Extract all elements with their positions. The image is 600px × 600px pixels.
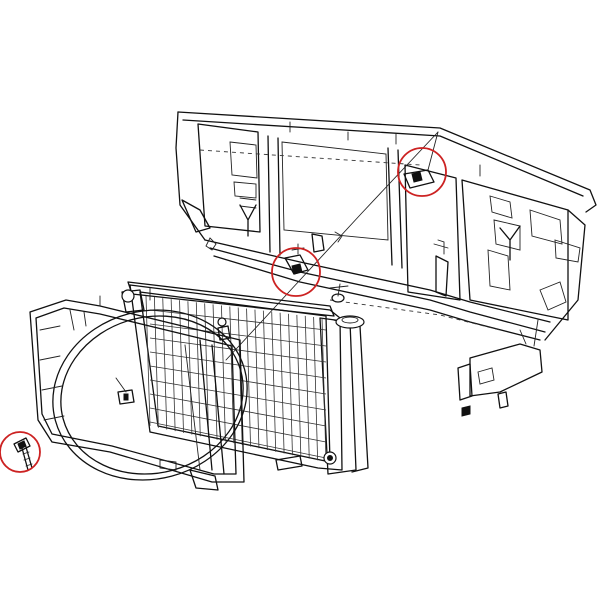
radiator-fin xyxy=(162,298,168,430)
radiator-fin xyxy=(288,313,293,456)
radiator-tube xyxy=(149,309,327,331)
lower-mount-bracket xyxy=(284,243,309,275)
radiator-fin xyxy=(296,314,302,457)
highlight-circles xyxy=(0,147,447,473)
radiator-tube xyxy=(149,379,327,411)
radiator-fin xyxy=(229,306,235,444)
radiator-fin xyxy=(246,308,251,447)
upper-mount-clip xyxy=(403,131,439,189)
radiator-fin xyxy=(170,299,176,432)
radiator-fin xyxy=(254,309,260,449)
leader-line xyxy=(225,279,301,361)
radiator-fin xyxy=(237,307,243,445)
radiator-fin xyxy=(179,300,184,433)
highlight-circle-upper-mount xyxy=(397,147,447,197)
radiator-fin xyxy=(304,315,310,459)
radiator-fin xyxy=(195,302,201,437)
radiator-tube xyxy=(149,421,327,459)
radiator-support-panel xyxy=(175,111,597,341)
radiator-fin xyxy=(204,303,210,439)
radiator-tube xyxy=(149,393,327,427)
radiator-fin xyxy=(187,301,193,435)
leader-line xyxy=(299,131,439,281)
radiator-fin xyxy=(321,317,327,463)
radiator-tube xyxy=(149,351,327,379)
radiator-fin xyxy=(221,305,226,442)
radiator-tube xyxy=(149,337,327,363)
fan-shroud xyxy=(29,287,248,491)
radiator-fin xyxy=(262,310,268,451)
radiator-fin xyxy=(271,311,277,452)
radiator-tube xyxy=(149,365,327,395)
radiator-tube xyxy=(149,323,327,347)
radiator-fin xyxy=(279,312,285,454)
bolt xyxy=(13,437,33,471)
radiator-fin xyxy=(313,316,319,461)
lower-support-bracket xyxy=(457,319,543,417)
highlight-circle-lower-mount xyxy=(271,247,321,297)
highlight-circle-bolt xyxy=(0,431,41,473)
